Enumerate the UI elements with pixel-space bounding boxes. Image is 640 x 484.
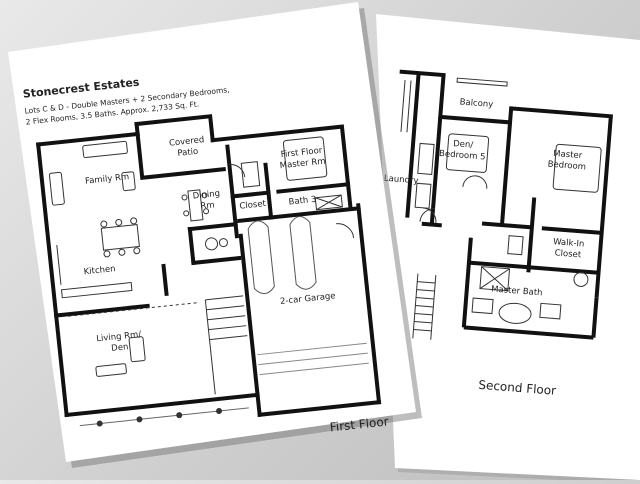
room-label-first-floor-master-line2: Master Rm bbox=[279, 157, 326, 172]
second-floor-walls bbox=[399, 69, 613, 340]
first-floor-walls bbox=[35, 114, 382, 418]
room-label-dining-line1: Dining bbox=[192, 189, 220, 202]
room-label-first-floor-master-line1: First Floor bbox=[280, 146, 323, 160]
room-label-living-den-line2: Den bbox=[111, 342, 129, 354]
first-floor-fixtures bbox=[48, 136, 369, 427]
room-label-covered-patio-line2: Patio bbox=[177, 147, 199, 159]
room-label-closet: Closet bbox=[239, 199, 267, 212]
first-floor-sheet: Stonecrest Estates Lots C & D - Double M… bbox=[8, 2, 422, 468]
second-floor-caption: Second Floor bbox=[478, 378, 557, 398]
room-label-laundry: Laundry bbox=[384, 174, 419, 187]
room-label-walk-in-closet-line2: Closet bbox=[554, 248, 582, 260]
room-label-master-bath: Master Bath bbox=[491, 284, 543, 298]
second-floor-plan: Balcony Den/ Bedroom 5 Laundry Master Be… bbox=[384, 69, 613, 398]
second-floor-fixtures bbox=[400, 77, 602, 340]
room-label-den-bedroom-line1: Den/ bbox=[453, 139, 474, 151]
room-label-den-bedroom-line2: Bedroom 5 bbox=[439, 149, 486, 163]
room-label-living-den-line1: Living Rm/ bbox=[96, 330, 142, 345]
room-label-master-bedroom-line2: Bedroom bbox=[547, 159, 586, 172]
front-sheet-paper bbox=[8, 2, 416, 462]
room-label-dining-line2: Rm bbox=[200, 200, 215, 211]
first-floor-caption: First Floor bbox=[329, 414, 389, 434]
room-label-kitchen: Kitchen bbox=[83, 264, 116, 277]
room-label-walk-in-closet-line1: Walk-In bbox=[553, 237, 585, 249]
room-label-bath-3: Bath 3 bbox=[288, 195, 317, 208]
second-floor-sheet: Balcony Den/ Bedroom 5 Laundry Master Be… bbox=[376, 14, 640, 484]
room-label-covered-patio-line1: Covered bbox=[169, 135, 205, 149]
room-label-balcony: Balcony bbox=[459, 97, 493, 110]
room-label-family-rm: Family Rm bbox=[85, 172, 130, 187]
room-label-master-bedroom-line1: Master bbox=[553, 149, 583, 161]
